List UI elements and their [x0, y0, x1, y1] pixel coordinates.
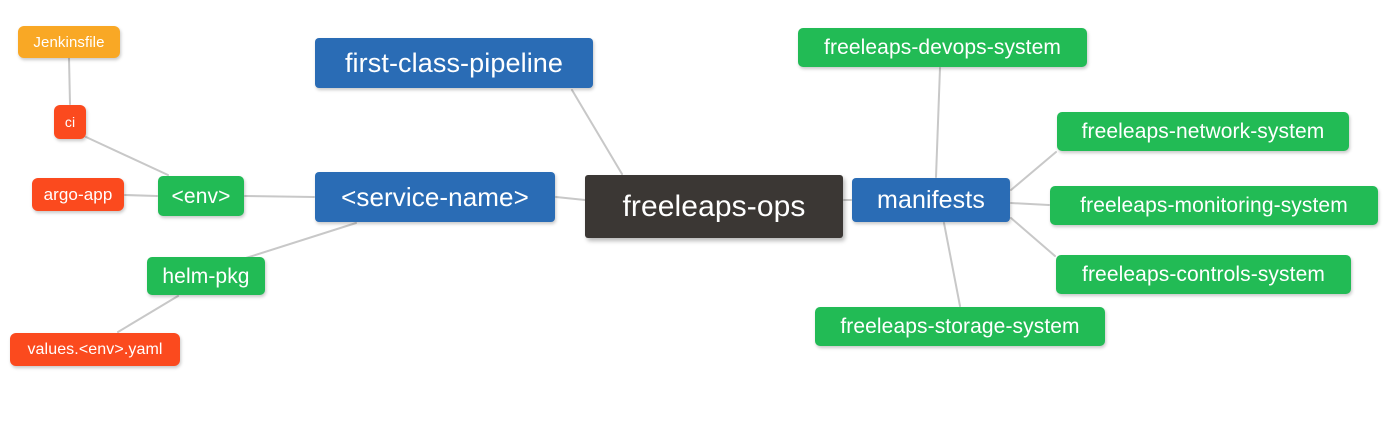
edge-pipeline-to-root [571, 89, 623, 175]
edge-argoapp-to-env [124, 194, 158, 197]
mindmap-node-service[interactable]: <service-name> [315, 172, 555, 222]
mindmap-node-pipeline[interactable]: first-class-pipeline [315, 38, 593, 88]
mindmap-node-manifests[interactable]: manifests [852, 178, 1010, 222]
edge-jenkinsfile-to-ci [68, 57, 71, 105]
edge-helmpkg-to-service [245, 222, 357, 259]
mindmap-node-devops[interactable]: freeleaps-devops-system [798, 28, 1087, 67]
mindmap-node-network[interactable]: freeleaps-network-system [1057, 112, 1349, 151]
mindmap-node-jenkinsfile[interactable]: Jenkinsfile [18, 26, 120, 58]
edge-manifests-to-devops [935, 67, 941, 178]
mindmap-node-env[interactable]: <env> [158, 176, 244, 216]
mindmap-node-valuesyaml[interactable]: values.<env>.yaml [10, 333, 180, 366]
edge-manifests-to-monitoring [1010, 202, 1050, 206]
mindmap-node-ci[interactable]: ci [54, 105, 86, 139]
edge-valuesyaml-to-helmpkg [117, 295, 179, 333]
edge-manifests-to-storage [943, 222, 961, 307]
mindmap-node-root[interactable]: freeleaps-ops [585, 175, 843, 238]
mindmap-node-argoapp[interactable]: argo-app [32, 178, 124, 211]
mindmap-node-storage[interactable]: freeleaps-storage-system [815, 307, 1105, 346]
edge-manifests-to-network [1010, 151, 1057, 191]
mindmap-node-controls[interactable]: freeleaps-controls-system [1056, 255, 1351, 294]
mindmap-node-helmpkg[interactable]: helm-pkg [147, 257, 265, 295]
edge-service-to-root [555, 196, 586, 201]
edge-env-to-service [244, 195, 315, 198]
edge-ci-to-env [85, 136, 169, 176]
edge-manifests-to-controls [1010, 217, 1056, 257]
mindmap-node-monitoring[interactable]: freeleaps-monitoring-system [1050, 186, 1378, 225]
